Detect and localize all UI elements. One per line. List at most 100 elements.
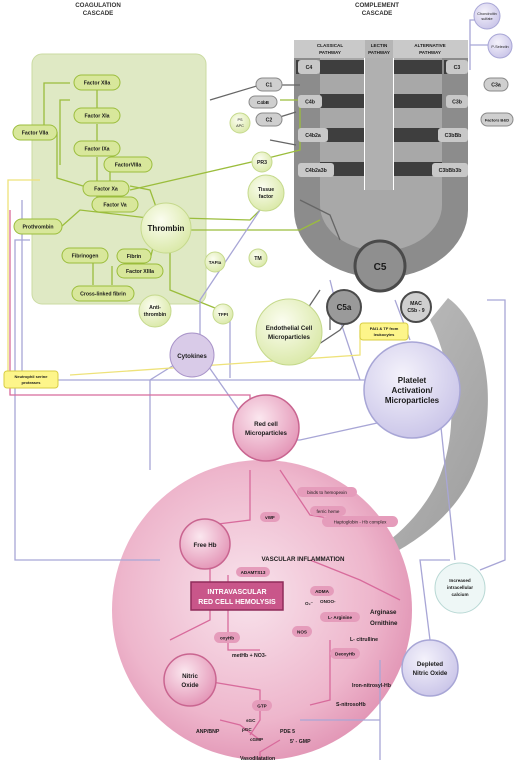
gtp-pill: GTP [252,700,272,711]
anp-bnp-label: ANP/BNP [196,729,220,735]
o2-label: O₂⁻ [305,601,314,606]
chondroitin-node: Chondroitin sulfate [473,2,501,30]
svg-text:C4: C4 [306,65,313,71]
svg-text:Factor Xa: Factor Xa [94,187,118,193]
svg-text:COAGULATION: COAGULATION [75,2,121,9]
svg-text:PATHWAY: PATHWAY [368,50,390,55]
complement-header: COMPLEMENT CASCADE [355,2,399,17]
l-arginine-pill: L- Arginine [320,612,360,622]
svg-text:Nitric: Nitric [182,673,198,680]
svg-text:ADMA: ADMA [315,589,329,594]
svg-text:L- Arginine: L- Arginine [328,615,353,620]
c5a-node: C5a [326,289,362,325]
svg-text:C4b2a3b: C4b2a3b [305,168,327,174]
svg-text:factor: factor [259,194,273,200]
svg-text:LECTIN: LECTIN [371,43,388,48]
svg-text:C5b - 9: C5b - 9 [407,308,424,314]
svg-text:PS: PS [237,118,243,122]
ornithine-label: Ornithine [370,620,398,627]
svg-text:binds to hemopexin: binds to hemopexin [307,490,347,495]
deoxyhb-pill: DeoxyHb [330,648,360,659]
svg-text:Fibrin: Fibrin [127,254,141,260]
factor-xa-node: Factor Xa [82,180,130,197]
svg-text:Microparticles: Microparticles [245,430,288,437]
crosslinked-fibrin-node: Cross-linked fibrin [71,285,135,302]
oxyhb-pill: oxyHb [214,632,240,643]
c3bbb3b-node: C3bBb3b [432,163,468,177]
svg-text:leukocytes: leukocytes [374,332,395,337]
c2-node: C2 [255,112,283,127]
l-citrulline-label: L- citrulline [350,637,378,643]
svg-text:INTRAVASCULAR: INTRAVASCULAR [207,589,266,596]
depleted-no-node: Depleted Nitric Oxide [401,639,459,697]
svg-text:C3a: C3a [491,83,501,89]
svg-text:Microparticles: Microparticles [268,334,311,341]
svg-text:calcium: calcium [451,592,468,597]
svg-text:TFPI: TFPI [218,312,228,317]
iron-nitrosyl-label: Iron-nitrosyl-Hb [352,683,391,689]
svg-text:CASCADE: CASCADE [362,10,393,17]
c1-node: C1 [255,77,283,92]
svg-text:oxyHb: oxyHb [220,636,234,641]
intravascular-box: INTRAVASCULAR RED CELL HEMOLYSIS [190,581,284,611]
svg-text:Fibrinogen: Fibrinogen [72,254,99,260]
svg-text:Oxide: Oxide [181,682,199,689]
gmp-label: 5' - GMP [290,739,311,745]
endothelial-node: Endothelial Cell Microparticles [255,298,323,366]
svg-text:C4b2a: C4b2a [305,133,321,139]
factor-xiia-node: Factor XIIa [73,74,121,91]
c3-node: C3 [446,60,468,74]
svg-text:Thrombin: Thrombin [148,224,185,233]
svg-text:C1: C1 [266,83,273,89]
svg-text:C4b: C4b [305,100,315,106]
svg-text:Red cell: Red cell [254,421,278,428]
svg-text:TAFIa: TAFIa [209,260,222,265]
svg-text:C5a: C5a [337,303,352,312]
c4bb-node: C4bB [248,95,278,109]
factor-viiia-node: FactorVIIIa [103,156,153,173]
tafia-node: TAFIa [204,251,226,273]
svg-text:Factor XIIa: Factor XIIa [84,81,111,87]
c3a-node: C3a [483,77,509,92]
pgc-label: pGC [242,727,252,732]
svg-text:Cytokines: Cytokines [177,353,207,360]
vascular-inflammation-label: VASCULAR INFLAMMATION [262,556,345,563]
s-nitroso-label: S-nitrosoHb [336,702,366,708]
pathway-labels: CLASSICAL PATHWAY LECTIN PATHWAY ALTERNA… [317,43,446,55]
pde5-label: PDE 5 [280,729,295,735]
svg-text:APC: APC [236,124,244,128]
c3bbb-node: C3bBb [438,128,468,142]
svg-text:PR3: PR3 [257,160,267,166]
factor-xia-node: Factor XIa [73,107,121,124]
factor-va-node: Factor Va [91,196,139,213]
svg-text:ALTERNATIVE: ALTERNATIVE [414,43,445,48]
arginase-label: Arginase [370,609,397,616]
coagulation-header: COAGULATION CASCADE [75,2,121,17]
svg-text:Factor XIa: Factor XIa [84,114,109,120]
adamts13-pill: ADAMTS13 [236,567,270,577]
svg-text:Free Hb: Free Hb [193,542,216,549]
fibrin-node: Fibrin [116,248,152,264]
platelet-node: Platelet Activation/ Microparticles [363,341,461,439]
svg-text:Factor IXa: Factor IXa [84,147,109,153]
svg-text:Factor VIIa: Factor VIIa [22,131,49,137]
pai1-box: PAI1 & TF from leukocytes [359,322,409,341]
svg-text:Platelet: Platelet [398,376,427,385]
svg-text:Neutrophil serine: Neutrophil serine [15,374,49,379]
svg-text:PATHWAY: PATHWAY [419,50,441,55]
increased-calcium-node: Increased intracellular calcium [434,562,486,614]
nos-pill: NOS [292,626,312,637]
onoo-label: ONOO- [320,599,336,604]
svg-text:Factor Va: Factor Va [103,203,126,209]
svg-text:P-Selectin: P-Selectin [491,45,508,49]
svg-text:PATHWAY: PATHWAY [319,50,341,55]
svg-text:proteases: proteases [22,380,42,385]
svg-text:Cross-linked fibrin: Cross-linked fibrin [80,292,126,298]
pr3-node: PR3 [251,151,273,173]
svg-text:C3bBb: C3bBb [445,133,462,139]
c4b2a3b-node: C4b2a3b [298,163,334,177]
svg-text:CLASSICAL: CLASSICAL [317,43,343,48]
antithrombin-node: Anti- thrombin [138,294,172,328]
svg-text:C3: C3 [454,65,461,71]
